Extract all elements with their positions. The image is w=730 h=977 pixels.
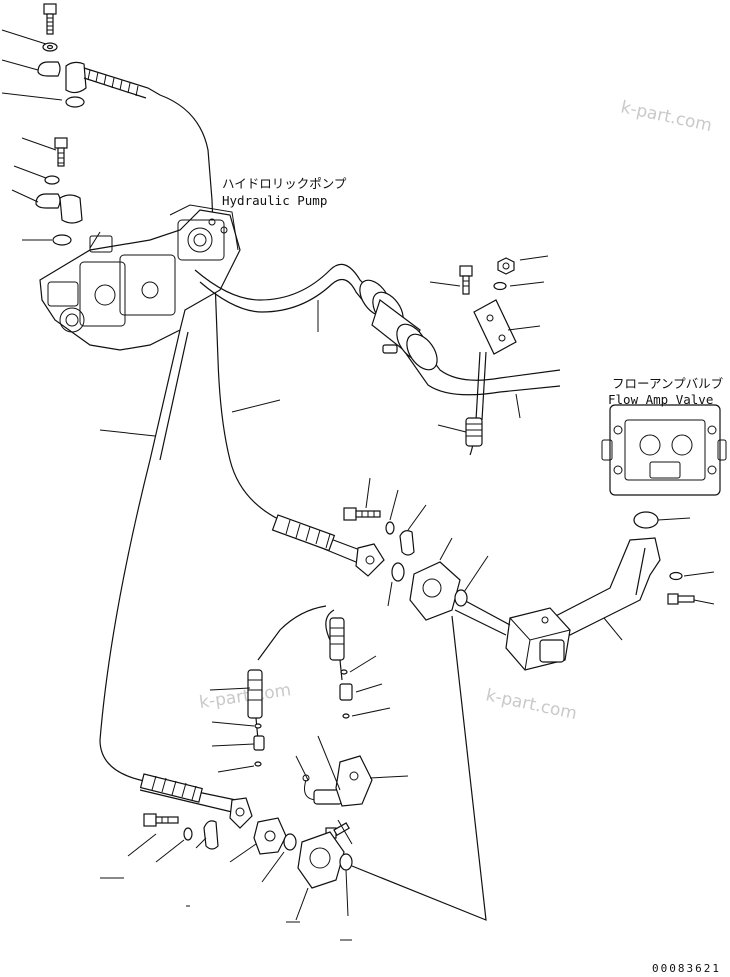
lower-small-hose: [247, 669, 263, 741]
valve-elbow-tube: [547, 537, 661, 641]
lower-hose: [139, 773, 253, 829]
mid-vertical-hose: [257, 605, 345, 681]
valve-tube-bolt: [667, 593, 695, 605]
watermark-bottom-left: k-part.com: [198, 680, 292, 713]
watermark-top-right: k-part.com: [619, 97, 714, 136]
center-washer: [385, 521, 395, 535]
hose-clamp-assembly: [359, 279, 438, 371]
mid-elbow-fitting: [59, 194, 83, 224]
pump-label-jp: ハイドロリックポンプ: [222, 176, 347, 191]
left-long-pipe: [99, 329, 189, 781]
center-hose: [271, 514, 385, 577]
valve-tube-washer: [669, 571, 683, 581]
pump-to-valve-tube: [194, 263, 561, 396]
mid-adapter: [339, 683, 353, 701]
hydraulic-pump: [39, 204, 241, 351]
center-o-ring-1: [391, 562, 405, 582]
bracket-bolt: [459, 265, 473, 295]
lower-adapter: [253, 735, 265, 751]
lower-o-ring-1: [283, 833, 297, 851]
watermark-bottom-right: k-part.com: [484, 685, 579, 724]
valve-o-ring: [633, 511, 659, 529]
lower-gear-pump: [297, 831, 345, 889]
lower-small-o-ring-1: [254, 723, 262, 729]
center-split-flange: [399, 530, 415, 556]
pump-label-en: Hydraulic Pump: [222, 193, 327, 208]
drawing-number: 00083621: [652, 962, 721, 975]
mounting-bracket: [473, 299, 517, 355]
small-hose-right: [465, 351, 487, 456]
mid-o-ring-1: [52, 234, 72, 246]
manifold-block: [505, 607, 571, 671]
lower-flange-block: [253, 817, 287, 855]
mid-washer-1: [44, 175, 60, 185]
center-bolt: [343, 507, 381, 521]
lower-small-o-ring-2: [254, 761, 262, 767]
bracket-nut: [497, 257, 515, 275]
top-o-ring-1: [65, 96, 85, 108]
valve-label-en: Flow Amp Valve: [608, 392, 713, 407]
mid-split-flange-1: [35, 193, 61, 209]
lower-return-pipe: [351, 615, 487, 921]
top-elbow-fitting: [65, 61, 87, 94]
center-tube: [454, 597, 511, 636]
mid-small-o-ring: [340, 669, 348, 675]
flow-amp-valve: [601, 404, 727, 496]
top-split-flange-1: [37, 61, 61, 77]
bracket-washer: [493, 281, 507, 291]
valve-label-jp: フローアンプバルブ: [612, 376, 724, 391]
lower-washer: [183, 827, 193, 841]
upper-hose-assembly: [83, 67, 281, 521]
lower-split-flange: [203, 820, 219, 850]
mid-bolt-1: [54, 137, 68, 167]
sensor-block: [335, 755, 373, 807]
top-bolt-1: [43, 3, 57, 35]
lower-o-ring-2: [339, 853, 353, 871]
mid-small-o-ring-2: [342, 713, 350, 719]
gear-pump-center: [409, 561, 461, 621]
lower-bolt: [143, 813, 179, 827]
center-o-ring-2: [454, 589, 468, 607]
